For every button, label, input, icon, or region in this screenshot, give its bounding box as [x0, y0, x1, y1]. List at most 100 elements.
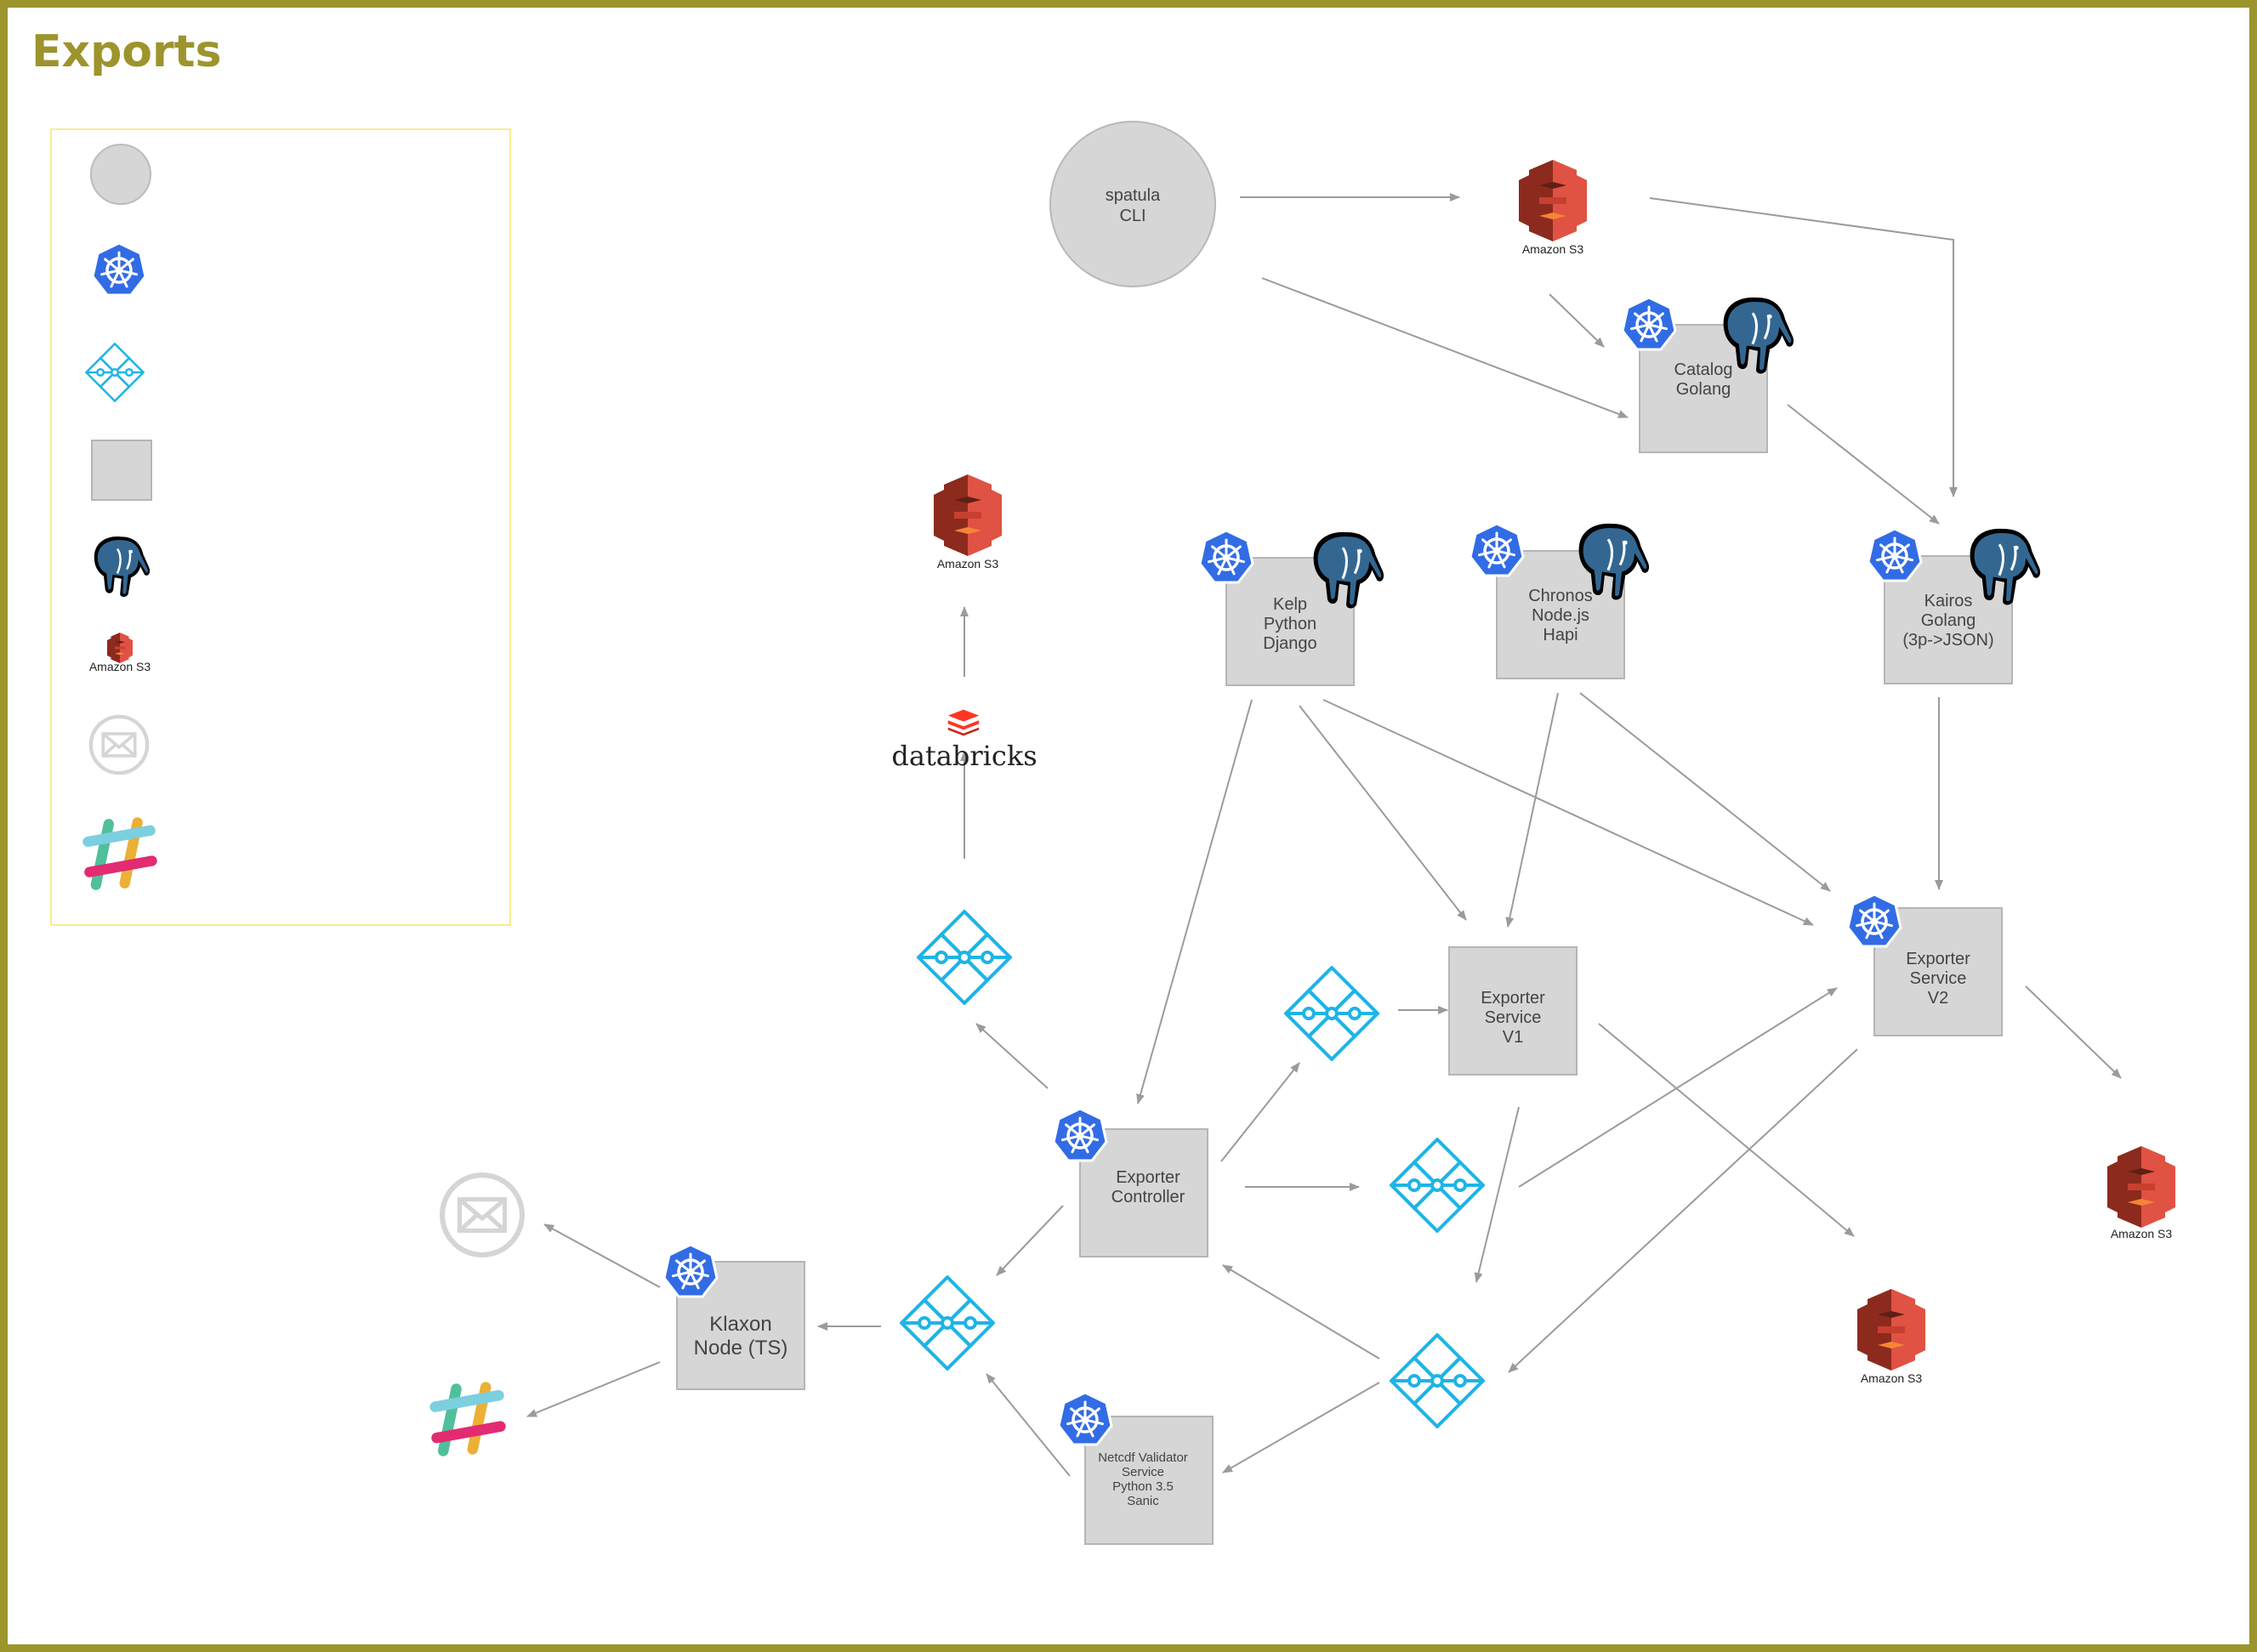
chronos-line-2: Node.js	[1532, 606, 1589, 625]
kubernetes-icon	[1198, 529, 1254, 584]
amazon-s3-top-label: Amazon S3	[1522, 242, 1584, 256]
kubernetes-icon	[1469, 522, 1525, 577]
legend-client-circle-icon	[90, 144, 151, 205]
databricks-label: databricks	[891, 740, 1037, 772]
kelp-line-2: Python	[1264, 615, 1316, 633]
edge-controller-to-queue-left	[996, 1205, 1064, 1276]
amazon-s3-left-label: Amazon S3	[937, 557, 999, 571]
databricks-node[interactable]: databricks	[891, 709, 1038, 772]
edge-kelp-to-controller	[1136, 699, 1253, 1104]
kubernetes-icon	[662, 1243, 719, 1298]
netcdf-line-3: Python 3.5	[1112, 1479, 1174, 1494]
klaxon-service-node[interactable]: Klaxon Node (TS)	[662, 1243, 805, 1390]
controller-line-2: Controller	[1111, 1188, 1185, 1206]
edge-queue-to-exporter-v2	[1518, 987, 1838, 1188]
catalog-line-1: Catalog	[1674, 360, 1733, 379]
klaxon-line-1: Klaxon	[709, 1313, 771, 1336]
edge-chronos-to-exporter-v2	[1579, 692, 1831, 892]
edge-controller-to-queue-v1	[1220, 1062, 1300, 1162]
spatula-cli-node[interactable]: spatula CLI	[1049, 121, 1216, 287]
edge-controller-to-queue-top	[975, 1023, 1049, 1089]
netcdf-line-1: Netcdf Validator	[1098, 1450, 1188, 1465]
legend: Amazon S3	[85, 144, 152, 885]
message-queue-bottom-icon[interactable]	[1390, 1333, 1485, 1428]
legend-amazon-s3-label: Amazon S3	[89, 660, 151, 673]
amazon-s3-icon	[934, 474, 1002, 556]
edge-s3-to-kairos	[1649, 197, 1958, 497]
exporter-v1-line-2: Service	[1485, 1008, 1542, 1027]
edge-spatula-to-catalog	[1261, 277, 1629, 418]
edge-s3-to-catalog	[1549, 293, 1605, 348]
catalog-service-node[interactable]: Catalog Golang	[1621, 296, 1795, 453]
exporter-service-v2-node[interactable]: Exporter Service V2	[1846, 893, 2003, 1036]
amazon-s3-bottom-label: Amazon S3	[1861, 1371, 1923, 1385]
legend-service-box-icon	[91, 440, 152, 501]
amazon-s3-bottom-node[interactable]: Amazon S3	[1857, 1289, 1925, 1385]
exporter-v1-line-1: Exporter	[1481, 989, 1545, 1008]
edge-chronos-to-exporter-v1	[1505, 692, 1559, 928]
edge-netcdf-to-queue-left	[986, 1373, 1071, 1477]
message-queue-top-icon[interactable]	[917, 910, 1012, 1005]
kelp-line-3: Django	[1263, 634, 1316, 653]
legend-slack-icon	[88, 822, 151, 884]
amazon-s3-icon	[1519, 160, 1587, 241]
kubernetes-icon	[1057, 1391, 1113, 1446]
edge-exporter-v1-to-queue-bottom	[1474, 1106, 1520, 1283]
kelp-service-node[interactable]: Kelp Python Django	[1198, 529, 1385, 686]
amazon-s3-top-node[interactable]: Amazon S3	[1519, 160, 1587, 256]
amazon-s3-icon	[1857, 1289, 1925, 1371]
edge-exporter-v2-to-queue-bottom	[1508, 1048, 1858, 1373]
exporter-v2-line-3: V2	[1928, 989, 1948, 1008]
exporter-v2-line-1: Exporter	[1906, 950, 1970, 968]
netcdf-line-2: Service	[1122, 1465, 1164, 1479]
legend-postgresql-icon	[93, 535, 151, 599]
page-title: Exports	[31, 26, 222, 77]
kairos-line-1: Kairos	[1924, 592, 1973, 610]
amazon-s3-left-node[interactable]: Amazon S3	[934, 474, 1002, 571]
chronos-service-node[interactable]: Chronos Node.js Hapi	[1469, 522, 1651, 679]
kelp-line-1: Kelp	[1273, 595, 1307, 614]
edge-kelp-to-exporter-v2	[1322, 699, 1814, 926]
edge-queue-bottom-to-netcdf	[1222, 1382, 1380, 1473]
catalog-line-2: Golang	[1676, 380, 1731, 399]
controller-line-1: Exporter	[1116, 1168, 1180, 1187]
edge-kelp-to-exporter-v1	[1299, 705, 1467, 921]
edge-exporter-v1-to-s3	[1598, 1023, 1855, 1237]
spatula-line-1: spatula	[1106, 186, 1161, 205]
exporter-controller-node[interactable]: Exporter Controller	[1052, 1107, 1208, 1257]
slack-icon[interactable]	[435, 1388, 501, 1451]
legend-email-icon	[91, 717, 147, 773]
exporter-v2-line-2: Service	[1910, 969, 1967, 988]
legend-amazon-s3-icon	[107, 633, 133, 663]
exporter-service-v1-node[interactable]: Exporter Service V1	[1448, 946, 1578, 1076]
edge-klaxon-to-email	[543, 1223, 661, 1288]
spatula-line-2: CLI	[1119, 207, 1146, 225]
databricks-icon	[947, 709, 980, 736]
netcdf-line-4: Sanic	[1127, 1494, 1159, 1508]
kubernetes-icon	[1846, 893, 1902, 948]
exporter-v1-line-3: V1	[1503, 1028, 1523, 1047]
email-icon[interactable]	[442, 1175, 522, 1255]
legend-kubernetes-icon	[91, 241, 147, 297]
edge-klaxon-to-slack	[526, 1361, 661, 1417]
message-queue-v1-icon[interactable]	[1284, 966, 1379, 1061]
netcdf-validator-node[interactable]: Netcdf Validator Service Python 3.5 Sani…	[1057, 1391, 1214, 1545]
amazon-s3-right-label: Amazon S3	[2111, 1227, 2173, 1240]
kairos-line-3: (3p->JSON)	[1902, 631, 1993, 650]
edges	[526, 193, 2122, 1477]
legend-panel	[50, 128, 511, 926]
kubernetes-icon	[1621, 296, 1677, 351]
edge-queue-bottom-to-controller	[1222, 1264, 1380, 1360]
kubernetes-icon	[1052, 1107, 1108, 1162]
kubernetes-icon	[1867, 527, 1923, 582]
amazon-s3-icon	[2107, 1146, 2175, 1228]
amazon-s3-right-node[interactable]: Amazon S3	[2107, 1146, 2175, 1240]
chronos-line-1: Chronos	[1528, 587, 1593, 605]
legend-message-queue-icon	[85, 343, 145, 402]
kairos-service-node[interactable]: Kairos Golang (3p->JSON)	[1867, 527, 2042, 684]
edge-catalog-to-kairos	[1787, 404, 1940, 525]
edge-exporter-v2-to-s3	[2025, 985, 2122, 1079]
message-queue-mid-icon[interactable]	[1390, 1138, 1485, 1233]
kairos-line-2: Golang	[1921, 611, 1976, 630]
message-queue-left-icon[interactable]	[900, 1275, 995, 1371]
